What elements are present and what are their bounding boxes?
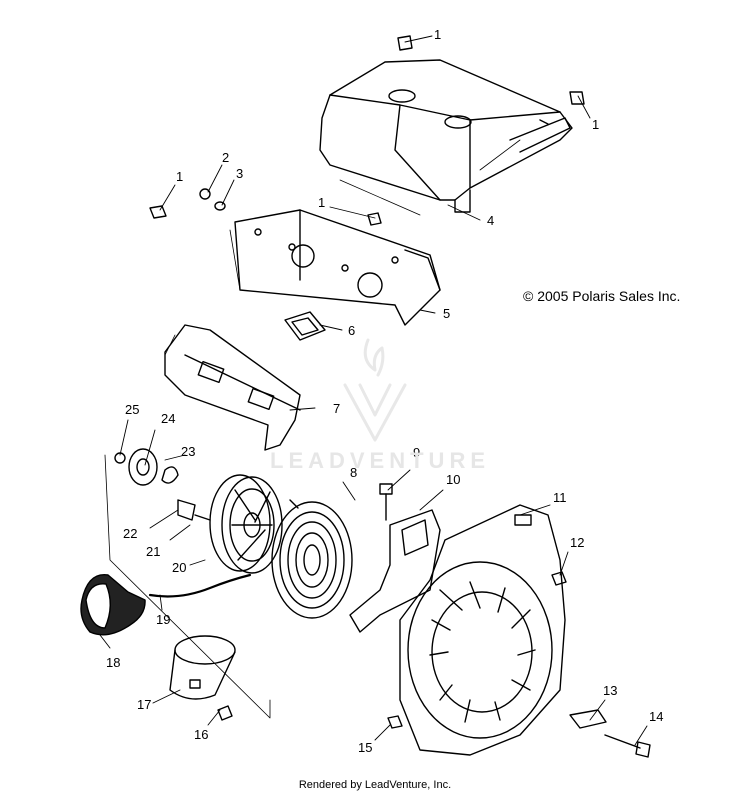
callout-10: 10 — [446, 472, 461, 487]
part-spring-8 — [271, 499, 353, 619]
callout-1-mid: 1 — [318, 195, 326, 210]
part-screw-16 — [217, 705, 233, 721]
part-nut-15 — [387, 715, 403, 729]
part-clip-13 — [569, 709, 607, 729]
part-screw-9 — [379, 483, 393, 521]
part-housing-11 — [399, 504, 566, 756]
callout-12: 12 — [570, 535, 585, 550]
callout-5: 5 — [443, 306, 451, 321]
callout-22: 22 — [123, 526, 138, 541]
part-bolt-14 — [604, 734, 651, 758]
part-handle-18 — [80, 574, 146, 636]
callout-19: 19 — [156, 612, 171, 627]
callout-1-left: 1 — [176, 169, 184, 184]
leader-lines — [99, 35, 648, 746]
part-frame-10 — [349, 509, 441, 633]
callout-11: 11 — [553, 490, 567, 505]
part-clip-23 — [161, 466, 179, 484]
part-pawl — [177, 499, 211, 521]
callout-21: 21 — [146, 544, 161, 559]
part-bolts — [149, 35, 585, 226]
part-mid-bracket — [234, 209, 441, 326]
callout-9: 9 — [413, 445, 421, 460]
part-gasket — [284, 311, 326, 341]
callout-3: 3 — [236, 166, 244, 181]
part-reel-20 — [209, 474, 283, 574]
callout-20: 20 — [172, 560, 187, 575]
part-cup-17 — [169, 635, 236, 700]
callout-14: 14 — [649, 709, 664, 724]
part-washer — [214, 201, 226, 211]
callout-13: 13 — [603, 683, 618, 698]
watermark-logo — [343, 338, 407, 442]
part-rope-19 — [148, 573, 252, 598]
part-nut-25 — [114, 452, 126, 464]
callout-18: 18 — [106, 655, 121, 670]
dash-lines-cover — [339, 139, 521, 216]
copyright-text: © 2005 Polaris Sales Inc. — [523, 288, 681, 304]
callout-4: 4 — [487, 213, 495, 228]
callout-8: 8 — [350, 465, 358, 480]
callout-6: 6 — [348, 323, 356, 338]
callout-2: 2 — [222, 150, 230, 165]
footer-text: Rendered by LeadVenture, Inc. — [298, 779, 452, 791]
callout-15: 15 — [358, 740, 373, 755]
part-nut — [199, 188, 211, 200]
group-outline — [104, 229, 271, 719]
part-pulley-24 — [128, 448, 158, 486]
watermark-text: LEADVENTURE — [270, 448, 491, 473]
callout-1-top: 1 — [434, 27, 442, 42]
callout-25: 25 — [125, 402, 140, 417]
callout-16: 16 — [194, 727, 209, 742]
callout-1-right: 1 — [592, 117, 600, 132]
callout-17: 17 — [137, 697, 152, 712]
part-lower-bracket — [164, 324, 301, 451]
part-top-cover — [319, 59, 573, 213]
callout-23: 23 — [181, 444, 196, 459]
callout-24: 24 — [161, 411, 176, 426]
part-nut-12 — [551, 571, 567, 586]
callout-7: 7 — [333, 401, 341, 416]
